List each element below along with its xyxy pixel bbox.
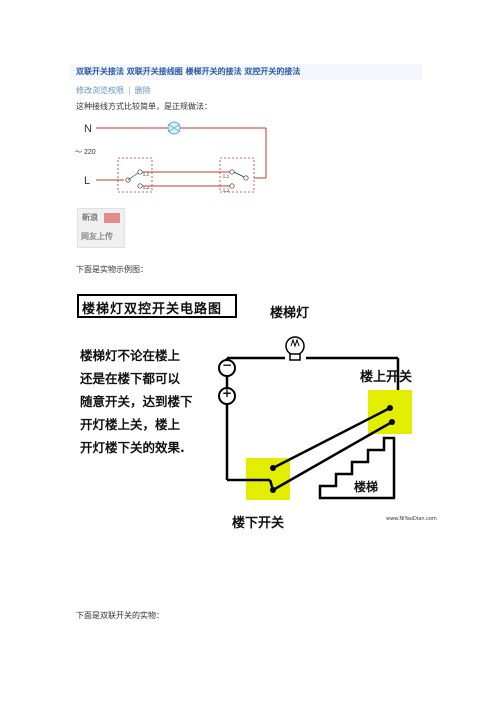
lamp-label: 楼梯灯 bbox=[270, 306, 310, 321]
live-label: L bbox=[84, 175, 90, 187]
edit-permission-link[interactable]: 修改浏览权限 bbox=[76, 86, 124, 95]
example-paragraph: 下面是实物示例图： bbox=[76, 265, 148, 274]
description-line: 开灯楼下关的效果. bbox=[80, 440, 185, 455]
positive-terminal bbox=[218, 387, 236, 405]
article-title[interactable]: 双联开关接法 双联开关接线图 楼梯开关的接法 双控开关的接法 bbox=[76, 67, 301, 76]
bottom-paragraph: 下面是双联开关的实物： bbox=[76, 611, 164, 620]
meta-separator: | bbox=[128, 86, 131, 95]
voltage-label: ～ 220 bbox=[75, 149, 96, 156]
site-watermark: www.NiYaoDian.com bbox=[386, 516, 437, 522]
stairs-label: 楼梯 bbox=[354, 480, 379, 494]
circuit-wires bbox=[77, 294, 412, 500]
staircase-shape bbox=[318, 436, 396, 500]
minus-sign: − bbox=[221, 358, 233, 372]
upstairs-switch-label: 楼上开关 bbox=[360, 370, 413, 385]
description-line: 楼梯灯不论在楼上 bbox=[80, 348, 181, 363]
delete-link[interactable]: 删除 bbox=[134, 86, 151, 95]
description-line: 还是在楼下都可以 bbox=[80, 371, 181, 386]
upstairs-switch-plate bbox=[368, 390, 412, 434]
plus-sign: + bbox=[221, 386, 233, 400]
negative-terminal bbox=[218, 359, 236, 377]
switch-1-label-l2: L2 bbox=[143, 185, 150, 191]
diagram-description: 楼梯灯不论在楼上 还是在楼下都可以 随意开关，达到楼下 开灯楼上关，楼上 开灯楼… bbox=[80, 344, 193, 459]
switch-2-label-l1: L1 bbox=[223, 174, 230, 180]
downstairs-switch-label: 楼下开关 bbox=[232, 516, 285, 531]
badge-logo-mark bbox=[104, 213, 120, 223]
badge-line-2: 网友上传 bbox=[81, 232, 113, 241]
article-title-bar: 双联开关接法 双联开关接线图 楼梯开关的接法 双控开关的接法 bbox=[70, 64, 422, 80]
diagram-title: 楼梯灯双控开关电路图 bbox=[82, 302, 223, 317]
neutral-label: N bbox=[84, 123, 92, 135]
switch-2-label-l2: L2 bbox=[223, 188, 230, 194]
description-line: 开灯楼上关，楼上 bbox=[80, 417, 181, 432]
badge-line-1: 新浪 bbox=[82, 213, 98, 222]
switch-1-label-l1: L1 bbox=[143, 172, 150, 178]
upload-watermark-badge: 新浪 网友上传 bbox=[77, 208, 125, 248]
intro-paragraph: 这种接线方式比较简单，是正规做法： bbox=[76, 102, 212, 111]
description-line: 随意开关，达到楼下 bbox=[80, 394, 193, 409]
staircase-circuit-diagram: 楼梯灯双控开关电路图 楼梯灯 楼梯灯不论在楼上 还是在楼下都可以 随意开关，达到… bbox=[70, 290, 450, 531]
switch-2-box bbox=[219, 157, 255, 193]
wiring-schematic: N ～ 220 L L1 L2 L1 L2 bbox=[75, 121, 267, 194]
switch-1-box bbox=[117, 157, 153, 193]
meta-row: 修改浏览权限 |删除 bbox=[76, 85, 151, 96]
diagram-title-box bbox=[77, 294, 237, 318]
